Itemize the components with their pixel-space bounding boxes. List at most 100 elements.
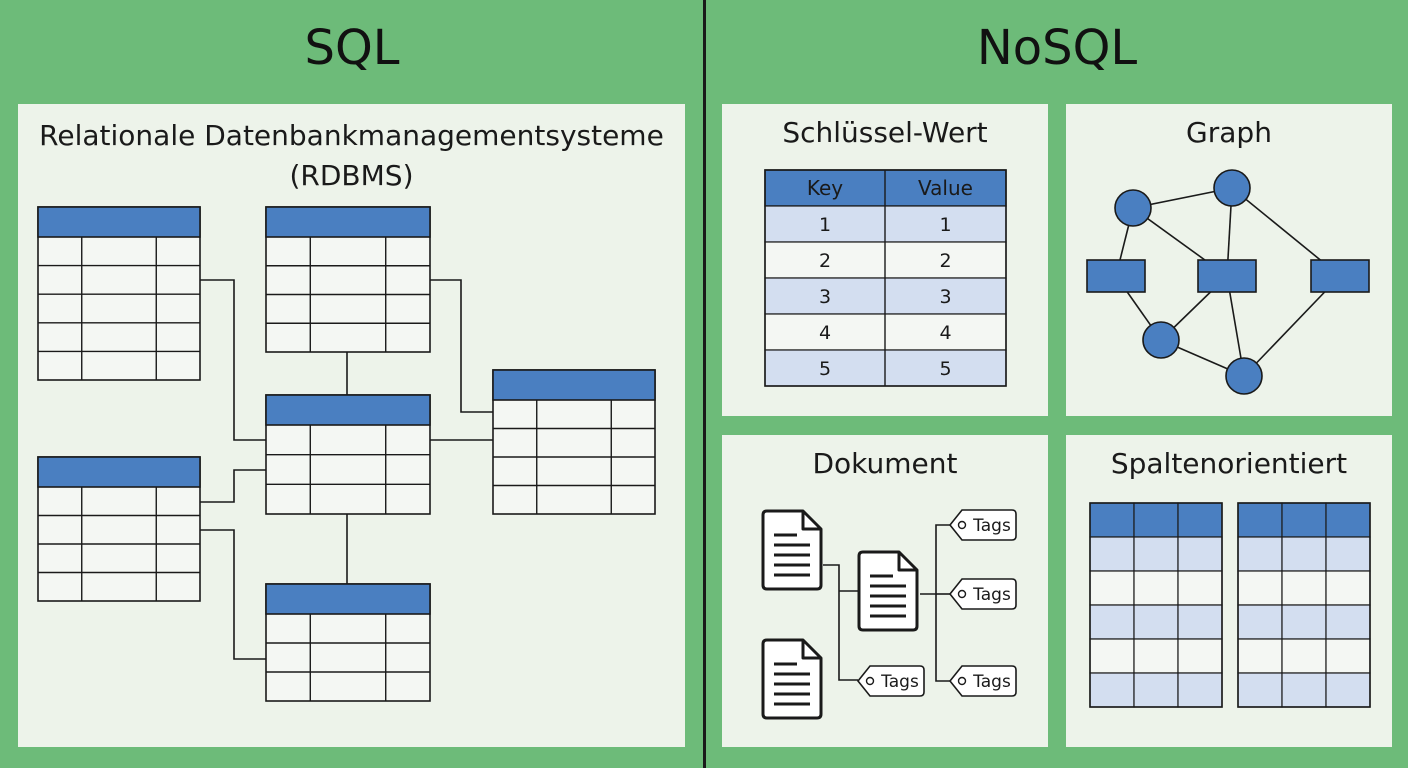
graph-title: Graph [1186, 116, 1272, 149]
column-cell [1089, 570, 1135, 606]
document-icon [761, 509, 823, 591]
document-connector [935, 594, 950, 682]
tag-label: Tags [972, 585, 1011, 605]
column-cell [1325, 672, 1371, 708]
column-cell [1089, 672, 1135, 708]
kv-key-header: Key [807, 176, 843, 200]
relation-line [430, 279, 493, 413]
relational-table [265, 206, 431, 353]
graph-panel: Graph [1066, 104, 1392, 416]
tag-hole [865, 676, 875, 686]
relational-table [265, 583, 431, 702]
graph-node [1213, 169, 1251, 207]
graph-node [1114, 189, 1152, 227]
document-icon [857, 550, 919, 632]
document-fold [897, 552, 917, 572]
kv-key-cell: 5 [819, 358, 831, 380]
column-cell [1281, 638, 1327, 674]
columnar-panel: Spaltenorientiert [1066, 435, 1392, 747]
kv-key-cell: 3 [819, 286, 831, 308]
tag-shape [948, 665, 1017, 697]
document-page [761, 509, 823, 591]
rdbms-title-line1: Relationale Datenbankmanagementsysteme [39, 119, 664, 152]
tag-icon: Tags [948, 509, 1017, 541]
column-grid-border [1089, 502, 1223, 708]
rdbms-panel: Relationale Datenbankmanagementsysteme (… [18, 104, 685, 747]
tag-hole [957, 589, 967, 599]
tag-hole [957, 520, 967, 530]
column-cell [1177, 570, 1223, 606]
kv-key-cell: 4 [819, 322, 831, 344]
tag-icon: Tags [948, 578, 1017, 610]
column-cell [1281, 604, 1327, 640]
document-connector [920, 524, 950, 595]
column-cell [1133, 604, 1179, 640]
document-connector [823, 564, 858, 681]
column-cell [1325, 638, 1371, 674]
kv-value-cell: 3 [939, 286, 951, 308]
column-cell [1177, 638, 1223, 674]
columnar-diagram [1089, 502, 1371, 708]
column-cell [1089, 638, 1135, 674]
tag-shape [856, 665, 925, 697]
column-cell [1281, 502, 1327, 538]
nosql-title: NoSQL [976, 20, 1138, 76]
column-cell [1237, 604, 1283, 640]
column-cell [1281, 536, 1327, 572]
section-divider [703, 0, 706, 768]
kv-value-cell: 4 [939, 322, 951, 344]
relation-line [200, 529, 266, 660]
table-header [37, 206, 201, 238]
column-cell [1177, 536, 1223, 572]
column-cell [1133, 536, 1179, 572]
rdbms-title-line2: (RDBMS) [289, 159, 414, 192]
relational-table [265, 394, 431, 515]
graph-node [1142, 321, 1180, 359]
sql-title: SQL [304, 20, 400, 76]
column-cell [1237, 570, 1283, 606]
document-page [857, 550, 919, 632]
rdbms-diagram [37, 206, 656, 702]
column-family-left [1089, 502, 1223, 708]
column-cell [1325, 604, 1371, 640]
kv-key-cell: 2 [819, 250, 831, 272]
column-cell [1237, 672, 1283, 708]
graph-entity-node [1086, 259, 1146, 293]
graph-entity-node [1310, 259, 1370, 293]
column-cell [1325, 502, 1371, 538]
relational-table [37, 456, 201, 602]
document-title: Dokument [812, 447, 958, 480]
column-cell [1177, 502, 1223, 538]
relational-table [37, 206, 201, 381]
tag-label: Tags [972, 672, 1011, 692]
column-cell [1177, 604, 1223, 640]
tag-shape [948, 509, 1017, 541]
column-cell [1133, 672, 1179, 708]
column-cell [1325, 570, 1371, 606]
document-fold [801, 640, 821, 660]
tag-icon: Tags [948, 665, 1017, 697]
document-icon [761, 638, 823, 720]
tag-hole [957, 676, 967, 686]
table-header [265, 394, 431, 426]
table-header [265, 206, 431, 238]
kv-value-cell: 1 [939, 214, 951, 236]
column-cell [1089, 536, 1135, 572]
column-cell [1281, 570, 1327, 606]
kv-value-cell: 5 [939, 358, 951, 380]
relation-line [200, 469, 266, 503]
rdbms-title: Relationale Datenbankmanagementsysteme (… [18, 116, 685, 196]
kv-value-header: Value [918, 176, 973, 200]
key-value-title: Schlüssel-Wert [782, 116, 988, 149]
column-cell [1237, 536, 1283, 572]
column-family-right [1237, 502, 1371, 708]
document-page [761, 638, 823, 720]
column-cell [1237, 638, 1283, 674]
relation-line [200, 279, 266, 441]
column-cell [1133, 638, 1179, 674]
tag-label: Tags [880, 672, 919, 692]
graph-diagram [1086, 169, 1370, 395]
